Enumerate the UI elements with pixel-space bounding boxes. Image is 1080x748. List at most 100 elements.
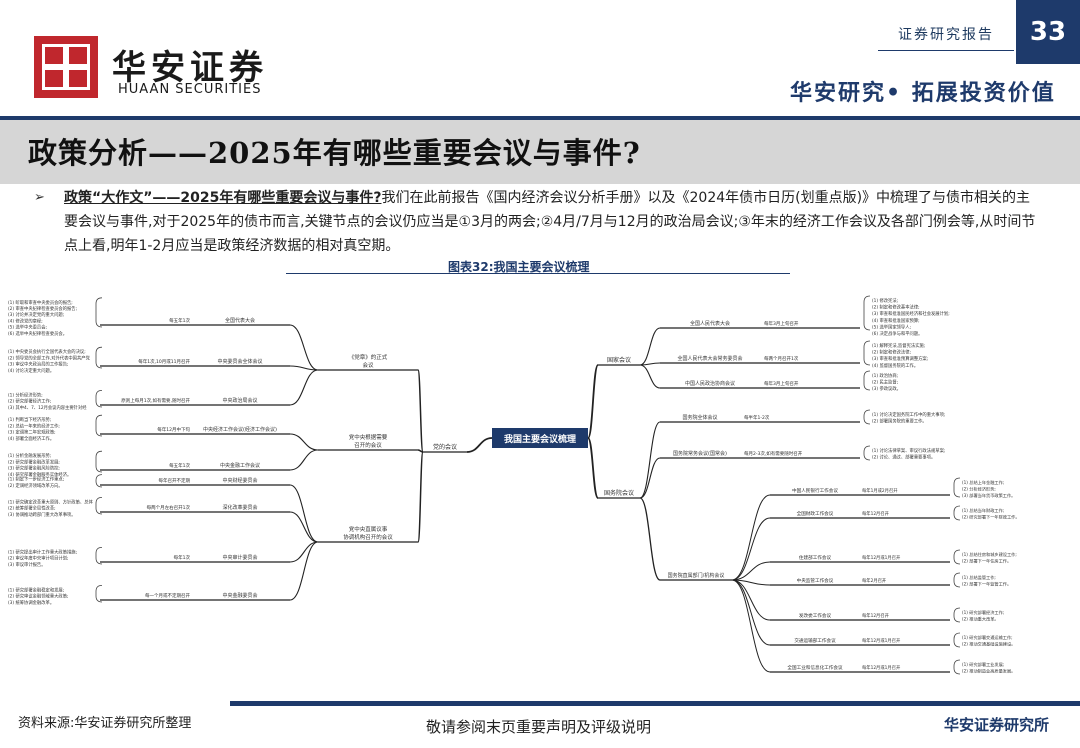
dept-item-freq: 每年12月或1月召开 [862,637,901,644]
edge-root-party [466,437,493,453]
left-item-note: (2) 定调经济领域改革方向。 [8,482,63,489]
edge-department-item [731,517,771,581]
right-item-name: 国务院常务会议(国常会) [673,450,727,457]
left-item-note: (2) 审查中央纪律检查委员会的报告; [8,305,77,312]
left-item-name: 深化改革委员会 [222,504,257,511]
dept-item-freq: 每年2月召开 [862,577,887,584]
edge-council-departments [639,497,661,581]
dept-note-bracket [953,477,961,498]
left-item-note: (2) 统筹部署全局性改革; [8,505,56,512]
left-item-note: (4) 修改党的章程; [8,317,43,324]
dept-item-freq: 每年12月或1月召开 [862,664,901,671]
brand-name-en: HUAAN SECURITIES [118,82,262,97]
edge-group-item [289,484,319,543]
right-item-freq: 每年3月上旬召开 [764,380,799,387]
header-divider [878,50,1014,51]
left-item-note: (3) 审议审计报告。 [8,561,46,568]
left-item-note: (2) 研究部署金融改革发展; [8,458,60,465]
dept-item-note: (2) 研究部署下一年财政工作。 [962,514,1020,521]
right-item-note: (5) 选举国家领导人; [872,323,911,330]
right-item-note: (3) 审查和批准国民经济和社会发展计划; [872,310,950,317]
right-item-note: (2) 部署国务院的重要工作。 [872,418,927,425]
right-note-bracket [863,370,871,391]
disclaimer: 敬请参阅末页重要声明及评级说明 [426,718,652,736]
left-item-freq: 每年1次,10月或11月召开 [138,358,190,365]
edge-department-item [731,579,771,646]
dept-item-name: 中国人民银行工作会议 [792,487,838,494]
edge-department-item [731,494,771,581]
left-note-bracket [95,414,103,437]
right-item-note: (3) 审查和批准预算调整方案; [872,355,928,362]
edge-party-group [417,451,424,543]
right-item-freq: 每半年1-2次 [744,414,770,421]
council-branch-label: 国务院会议 [604,489,634,497]
left-item-note: (3) 研究部署金融风险防控; [8,465,60,472]
right-item-note: (3) 参政议政。 [872,385,901,392]
left-item-note: (2) 研究部署经济工作; [8,398,51,405]
dept-item-note: (2) 推动制造业高质量发展。 [962,668,1015,675]
edge-group-item [289,541,319,563]
slogan: 华安研究• 拓展投资价值 [790,80,1056,106]
left-item-note: (3) 审议中央政治局的工作报告; [8,361,68,368]
dept-note-bracket [953,572,961,588]
left-item-name: 中央财经委员会 [222,477,257,484]
left-item-note: (3) 其中4、7、12月会议内容主要针对经 [8,404,87,411]
party-branch-label: 党的会议 [433,443,457,451]
dept-item-note: (1) 总结住房和城乡建设工作; [962,551,1017,558]
left-item-note: (3) 讨论并决定党的重大问题; [8,311,64,318]
left-item-freq: 每年1次 [174,554,191,561]
dept-note-bracket [953,632,961,648]
dept-item-note: (1) 研究部署经济工作; [962,609,1004,616]
right-item-note: (6) 决定战争与和平问题。 [872,330,922,337]
left-item-name: 中央政治局会议 [222,397,257,404]
left-group-label: 《党章》的正式 [349,353,388,361]
report-type: 证券研究报告 [898,27,994,43]
left-item-note: (4) 研究部署金融服务实体经济。 [8,471,71,478]
left-item-note: (1) 研究确定改革重大原则、方针政策、总体 [8,498,93,505]
page-title: 政策分析——2025年有哪些重要会议与事件? [28,136,641,170]
title-bar: 政策分析——2025年有哪些重要会议与事件? [0,116,1080,184]
left-item-freq: 每两个月左右召开1次 [147,504,191,511]
edge-group-item [289,541,319,601]
root-label: 我国主要会议梳理 [504,433,576,445]
left-note-bracket [95,450,103,473]
caption-underline [286,273,790,274]
left-item-note: (4) 讨论决定重大问题。 [8,367,54,374]
national-branch-label: 国家会议 [607,356,631,364]
edge-group-item [289,511,319,543]
left-note-bracket [95,390,103,408]
left-item-note: (6) 选举中央纪律检查委员会。 [8,330,67,337]
right-item-freq: 每年3月上旬召开 [764,320,799,327]
edge-party-group [417,369,424,453]
dept-item-freq: 每年12月或1月召开 [862,554,901,561]
left-item-note: (1) 研究提出审计工作重大政策措施; [8,548,77,555]
paragraph-lead: 政策“大作文”——2025年有哪些重要会议与事件? [64,190,382,206]
edge-national-item [639,327,661,366]
left-item-note: (1) 分析经济形势; [8,391,43,398]
edge-group-item [289,449,319,471]
dept-item-note: (1) 研究部署交通运输工作; [962,634,1013,641]
left-item-note: (5) 选举中央委员会; [8,324,47,331]
left-item-note: (1) 判断当下经济形势; [8,416,51,423]
footer-brand: 华安证券研究所 [944,716,1050,734]
root-node [492,428,588,448]
dept-item-note: (1) 总结监管工作; [962,574,996,581]
left-item-name: 中央审计委员会 [222,554,257,561]
right-item-name: 中国人民政治协商会议 [685,380,735,387]
left-item-note: (2) 领导党的全部工作,对外代表中国共产党 [8,354,91,361]
edge-department-item [731,579,771,673]
left-item-note: (1) 研究部署金融稳定和发展; [8,586,64,593]
left-item-name: 中央委员会全体会议 [217,358,262,365]
source-note: 资料来源:华安证券研究所整理 [18,716,192,731]
left-note-bracket [95,474,103,488]
footer-bar [230,701,1080,706]
left-item-note: (2) 总结一年来的经济工作; [8,422,60,429]
left-item-freq: 每年12月中下旬 [157,426,190,433]
left-item-freq: 每一个月或不定期召开 [145,592,190,599]
dept-item-note: (2) 部署下一年监管工作。 [962,581,1011,588]
dept-item-note: (2) 部署下一年住房工作。 [962,558,1011,565]
right-item-freq: 每两个月召开1次 [764,355,799,362]
left-item-note: (2) 研究审议金融领域重大政策; [8,593,68,600]
right-item-note: (2) 制定和修改基本法律; [872,304,920,311]
right-item-freq: 每月2-3次,如有需要随时召开 [744,450,803,457]
